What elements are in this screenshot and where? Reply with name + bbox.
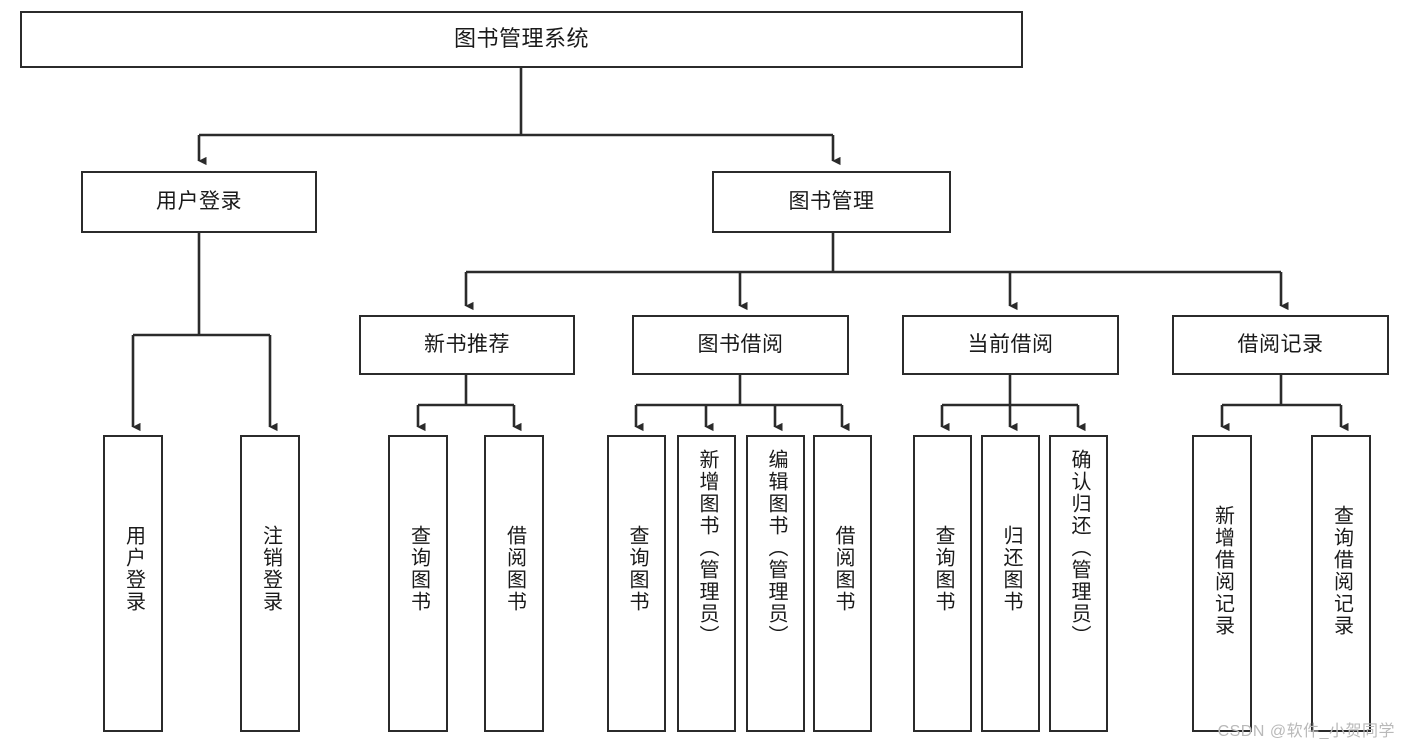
node-label: 查询图书 xyxy=(932,525,954,613)
node-label: 查询图书 xyxy=(407,525,430,613)
leaf-add-borrow-record[interactable]: 新增借阅记录 xyxy=(1192,435,1252,732)
node-label: 编辑图书（管理员） xyxy=(765,449,787,647)
leaf-query-book-new-recommendation[interactable]: 查询图书 xyxy=(388,435,448,732)
leaf-add-book-admin[interactable]: 新增图书（管理员） xyxy=(677,435,736,732)
leaf-logout[interactable]: 注销登录 xyxy=(240,435,300,732)
node-label: 用户登录 xyxy=(156,190,242,214)
leaf-return-book[interactable]: 归还图书 xyxy=(981,435,1040,732)
leaf-user-login[interactable]: 用户登录 xyxy=(103,435,163,732)
node-label: 注销登录 xyxy=(259,525,282,613)
node-root-book-management-system[interactable]: 图书管理系统 xyxy=(20,11,1023,68)
leaf-query-borrow-record[interactable]: 查询借阅记录 xyxy=(1311,435,1371,732)
node-label: 新书推荐 xyxy=(424,333,510,357)
node-label: 借阅图书 xyxy=(832,525,854,613)
leaf-borrow-book-new-recommendation[interactable]: 借阅图书 xyxy=(484,435,544,732)
node-label: 借阅记录 xyxy=(1237,333,1324,357)
node-current-borrow[interactable]: 当前借阅 xyxy=(902,315,1119,375)
node-new-book-recommendation[interactable]: 新书推荐 xyxy=(359,315,575,375)
node-label: 借阅图书 xyxy=(503,525,526,613)
leaf-query-book-borrow[interactable]: 查询图书 xyxy=(607,435,666,732)
node-label: 查询图书 xyxy=(626,525,648,613)
node-label: 图书管理系统 xyxy=(453,26,589,52)
leaf-edit-book-admin[interactable]: 编辑图书（管理员） xyxy=(746,435,805,732)
leaf-query-book-current[interactable]: 查询图书 xyxy=(913,435,972,732)
node-label: 用户登录 xyxy=(122,525,145,613)
node-book-manage[interactable]: 图书管理 xyxy=(712,171,951,233)
node-user-login[interactable]: 用户登录 xyxy=(81,171,317,233)
node-label: 图书借阅 xyxy=(697,333,784,357)
node-label: 新增图书（管理员） xyxy=(696,449,718,647)
node-label: 图书管理 xyxy=(788,190,875,214)
node-label: 确认归还（管理员） xyxy=(1068,449,1090,647)
node-label: 查询借阅记录 xyxy=(1330,505,1353,637)
leaf-borrow-book-borrow[interactable]: 借阅图书 xyxy=(813,435,872,732)
node-label: 归还图书 xyxy=(1000,525,1022,613)
node-label: 新增借阅记录 xyxy=(1211,505,1234,637)
node-book-borrow[interactable]: 图书借阅 xyxy=(632,315,849,375)
node-borrow-record[interactable]: 借阅记录 xyxy=(1172,315,1389,375)
node-label: 当前借阅 xyxy=(967,333,1054,357)
csdn-watermark: CSDN @软件_小贺同学 xyxy=(1217,723,1395,740)
leaf-confirm-return-admin[interactable]: 确认归还（管理员） xyxy=(1049,435,1108,732)
